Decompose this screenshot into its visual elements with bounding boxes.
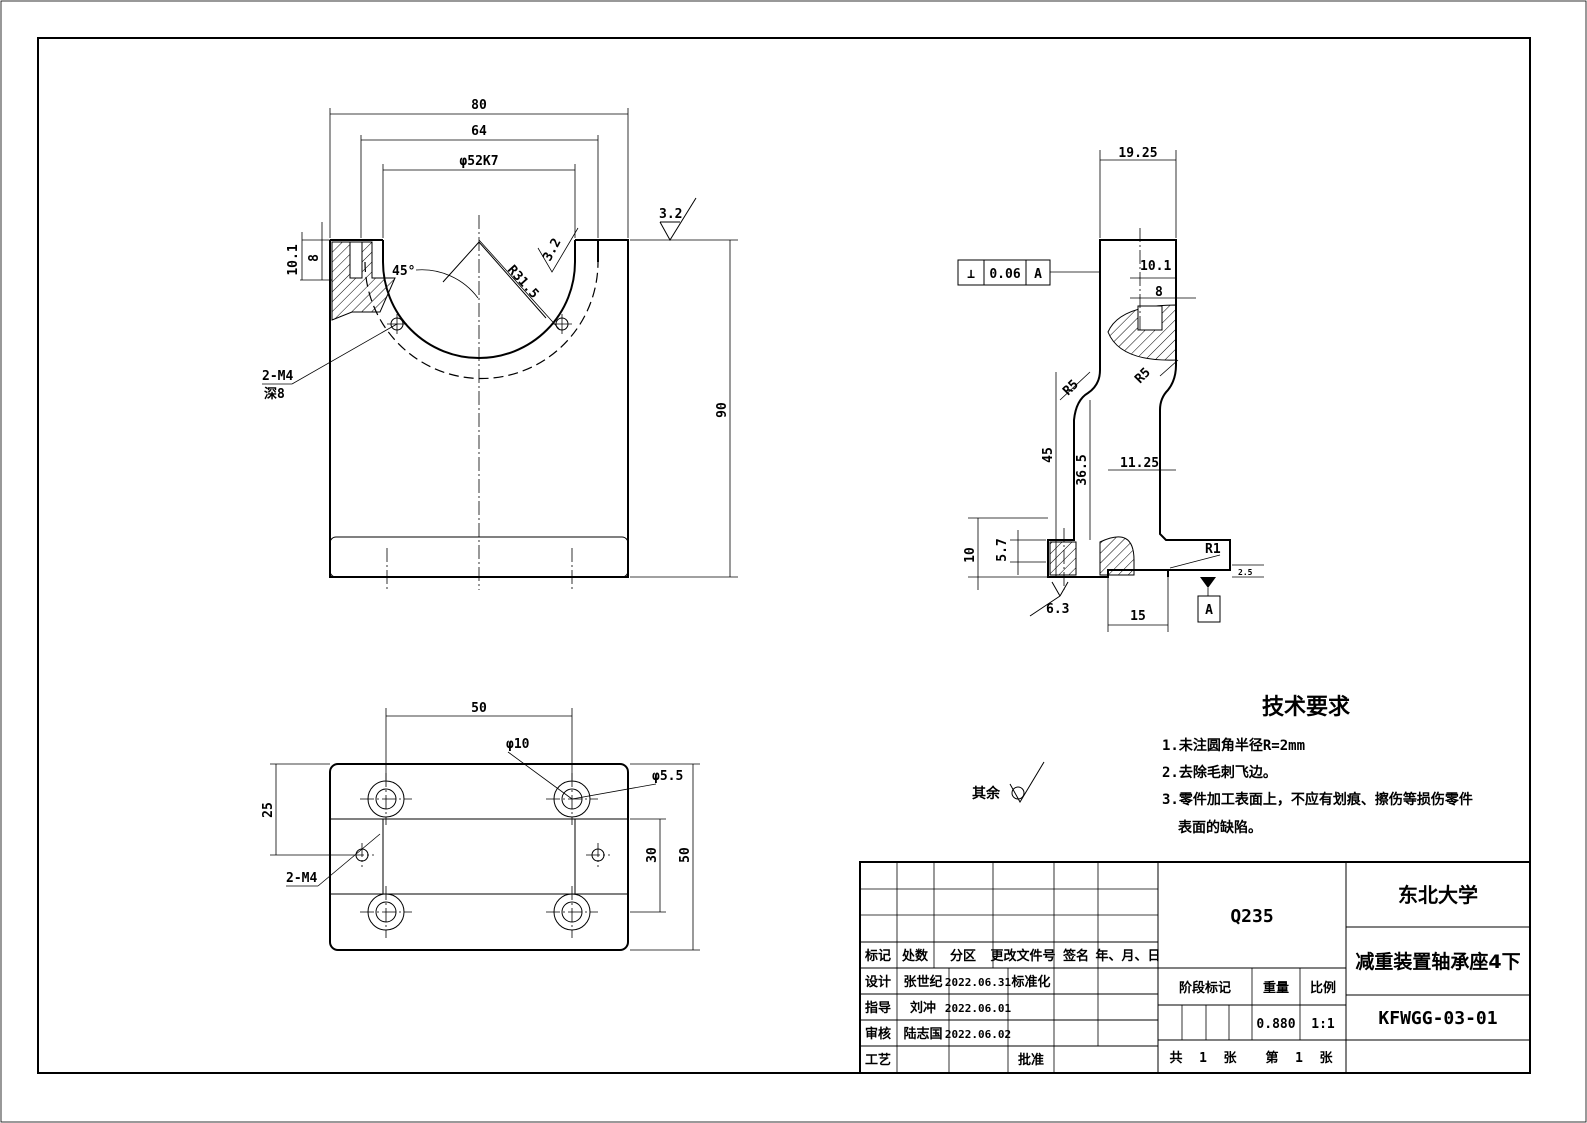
inner-frame (37, 37, 1531, 1074)
tb-hdr-sign: 签名 (1062, 948, 1089, 964)
dim-radius: R31.5 (504, 263, 541, 302)
title-block: 标记 处数 分区 更改文件号 签名 年、月、日 设计 张世纪 2022.06.3… (859, 861, 1531, 1074)
tech-item-4: 表面的缺陷。 (1177, 819, 1262, 836)
gdt-symbol: ⊥ (967, 267, 975, 282)
side-dim-365: 36.5 (1075, 454, 1090, 485)
tb-hdr-change: 更改文件号 (990, 948, 1055, 964)
tb-approve-label: 批准 (1018, 1052, 1044, 1068)
tb-sheet-no: 1 (1295, 1051, 1303, 1066)
tb-hdr-zone: 分区 (950, 948, 976, 964)
gdt-tolerance: 0.06 (989, 267, 1020, 282)
tb-process-label: 工艺 (865, 1052, 891, 1068)
top-dim-depth: 50 (678, 847, 693, 863)
tb-sheet-no-suffix: 张 (1319, 1051, 1333, 1066)
tech-title: 技术要求 (1262, 695, 1350, 720)
tb-guide-name: 刘冲 (910, 1000, 936, 1016)
tb-review-name: 陆志国 (903, 1026, 942, 1042)
tb-review-label: 审核 (865, 1026, 891, 1042)
tb-hdr-date: 年、月、日 (1095, 948, 1160, 964)
side-dim-top: 19.25 (1118, 146, 1157, 161)
dim-90: 90 (715, 402, 730, 418)
dim-slot-depth: 10.1 (286, 244, 301, 275)
roughness-top: 3.2 (659, 207, 682, 222)
tb-drawing-no: KFWGG-03-01 (1378, 1008, 1497, 1029)
side-dim-base-small: 2.5 (1238, 568, 1253, 577)
top-dim-inner: 30 (645, 847, 660, 863)
tech-requirements: 技术要求 1.未注圆角半径R=2mm 2.去除毛刺飞边。 3.零件加工表面上，不… (1162, 695, 1473, 836)
dim-64: 64 (471, 124, 487, 139)
tb-sheets-total: 1 (1199, 1051, 1207, 1066)
tb-weight-label: 重量 (1263, 980, 1289, 996)
tb-scale-value: 1:1 (1311, 1017, 1335, 1032)
datum-a: A (1205, 603, 1213, 618)
top-view: 50 φ10 φ5.5 25 30 50 2-M4 (261, 701, 700, 951)
tb-stage-label: 阶段标记 (1179, 980, 1231, 996)
tb-review-date: 2022.06.02 (945, 1028, 1011, 1041)
thread-callout-2: 深8 (264, 386, 285, 402)
side-view: 19.25 ⊥ 0.06 A 10.1 8 R5 R5 45 36.5 11.2… (957, 146, 1264, 632)
tb-sheets-total-suffix: 张 (1223, 1051, 1237, 1066)
tb-standardize: 标准化 (1010, 974, 1050, 990)
side-dim-step: 5.7 (995, 538, 1010, 561)
top-dim-hole: φ5.5 (652, 769, 683, 784)
tb-sheets-total-prefix: 共 (1169, 1050, 1182, 1066)
tb-hdr-mark: 标记 (864, 948, 891, 964)
side-dim-base: 10 (963, 547, 978, 563)
roughness-bore: 3.2 (540, 236, 564, 264)
tb-design-name: 张世纪 (903, 974, 942, 990)
dim-bore: φ52K7 (459, 154, 498, 169)
gdt-datum: A (1034, 267, 1042, 282)
tb-organization: 东北大学 (1398, 883, 1478, 907)
side-fillet-left: R5 (1060, 377, 1082, 399)
side-fillet-right: R5 (1132, 365, 1154, 387)
dim-slot-width: 8 (307, 254, 322, 262)
tb-scale-label: 比例 (1310, 980, 1336, 996)
dim-80: 80 (471, 98, 487, 113)
top-dim-spacing: 50 (471, 701, 487, 716)
side-dim-slot-width: 8 (1155, 285, 1163, 300)
top-dim-counterbore: φ10 (506, 737, 530, 752)
tech-item-3: 3.零件加工表面上，不应有划痕、擦伤等损伤零件 (1162, 791, 1473, 808)
thread-callout-1: 2-M4 (262, 369, 293, 384)
front-view: 80 64 φ52K7 90 10.1 8 45° R31.5 3.2 3.2 (262, 98, 738, 590)
tech-item-1: 1.未注圆角半径R=2mm (1162, 737, 1305, 754)
tb-part-name: 减重装置轴承座4下 (1355, 950, 1520, 973)
side-dim-foot: 15 (1130, 609, 1146, 624)
side-dim-slot-depth: 10.1 (1140, 259, 1171, 274)
tech-item-2: 2.去除毛刺飞边。 (1162, 764, 1277, 781)
tb-guide-date: 2022.06.01 (945, 1002, 1012, 1015)
side-dim-web: 11.25 (1120, 456, 1159, 471)
side-dim-45: 45 (1041, 447, 1056, 463)
side-fillet-base: R1 (1205, 542, 1221, 557)
tb-weight-value: 0.880 (1256, 1017, 1295, 1032)
tb-design-label: 设计 (865, 974, 891, 990)
dim-angle: 45° (392, 264, 415, 279)
roughness-rest: 其余 (972, 761, 1045, 803)
tb-sheet-no-prefix: 第 (1265, 1050, 1278, 1066)
top-dim-half: 25 (261, 802, 276, 818)
tb-hdr-count: 处数 (901, 948, 929, 964)
roughness-rest-label: 其余 (972, 785, 1001, 802)
tb-guide-label: 指导 (865, 1000, 891, 1016)
top-thread-callout: 2-M4 (286, 871, 317, 886)
roughness-base: 6.3 (1046, 602, 1069, 617)
tb-material: Q235 (1230, 906, 1273, 927)
tb-design-date: 2022.06.31 (945, 976, 1012, 989)
